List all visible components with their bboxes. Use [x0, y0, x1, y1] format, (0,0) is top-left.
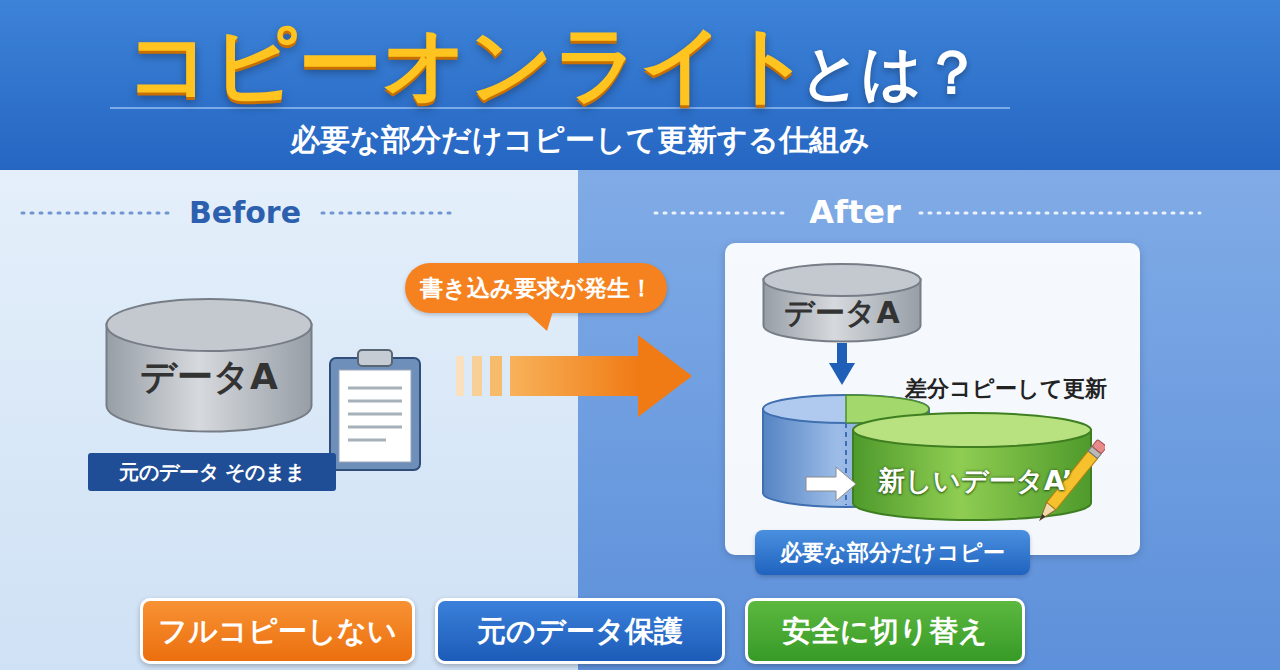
- copy-arrow: [806, 467, 856, 501]
- transition-arrow: [452, 334, 697, 418]
- paper-line: [348, 439, 386, 442]
- callout-tail-shape: [525, 311, 553, 331]
- cylinder-top: [764, 264, 921, 296]
- copy-cylinders: [760, 385, 1105, 525]
- status-label: 元のデータ そのまま: [88, 453, 336, 491]
- title-suffix: とは？: [800, 34, 982, 110]
- pencil-eraser: [1092, 439, 1105, 454]
- copy-cylinder-group: 新しいデータA’: [760, 385, 1105, 525]
- node-text: 書き込み要求が発生！: [405, 263, 667, 313]
- feature-badge: 元のデータ保護: [435, 598, 725, 664]
- subtitle-text: 必要な部分だけコピーして更新する仕組み: [190, 120, 970, 160]
- pencil-lead: [1038, 514, 1045, 521]
- flow-arrow: [837, 343, 847, 371]
- motion-bar: [490, 356, 502, 396]
- node-text: 安全に切り替え: [748, 601, 1022, 661]
- motion-bar: [456, 356, 464, 396]
- database-cylinder: データA: [105, 298, 313, 433]
- node-text: データA: [762, 293, 922, 333]
- feature-badge: 安全に切り替え: [745, 598, 1025, 664]
- node-text: 元のデータ保護: [438, 601, 722, 661]
- node-text: フルコピーしない: [143, 601, 412, 661]
- node-text: 元のデータ そのまま: [88, 453, 336, 491]
- status-label: 必要な部分だけコピー: [755, 530, 1030, 575]
- node-text: 新しいデータA’: [858, 463, 1092, 499]
- cylinder-top: [107, 299, 312, 351]
- database-cylinder: データA: [762, 263, 922, 343]
- clipboard-clip: [358, 350, 392, 366]
- clipboard-paper: [339, 370, 411, 462]
- dotted-rule: [655, 212, 790, 215]
- feature-badge: フルコピーしない: [140, 598, 415, 664]
- paper-line: [348, 387, 402, 390]
- arrow-body: [510, 356, 640, 396]
- dotted-rule: [920, 212, 1200, 215]
- clipboard-board: [330, 358, 420, 470]
- dotted-rule: [22, 212, 168, 215]
- paper-line: [348, 426, 402, 429]
- clipboard-icon: [326, 348, 426, 473]
- section-label: Before: [165, 193, 325, 233]
- title-text: コピーオンライト: [126, 14, 812, 114]
- node-text: 必要な部分だけコピー: [755, 530, 1030, 575]
- callout-tail: [525, 311, 565, 333]
- arrow-head: [638, 335, 692, 417]
- paper-line: [348, 400, 402, 403]
- section-label: After: [775, 191, 935, 233]
- edge-label: 差分コピーして更新: [905, 374, 1107, 404]
- dotted-rule: [322, 212, 452, 215]
- event-callout: 書き込み要求が発生！: [405, 263, 667, 313]
- paper-line: [348, 413, 402, 416]
- motion-bar: [472, 356, 482, 396]
- cylinder-top: [853, 413, 1091, 447]
- node-text: データA: [105, 354, 313, 400]
